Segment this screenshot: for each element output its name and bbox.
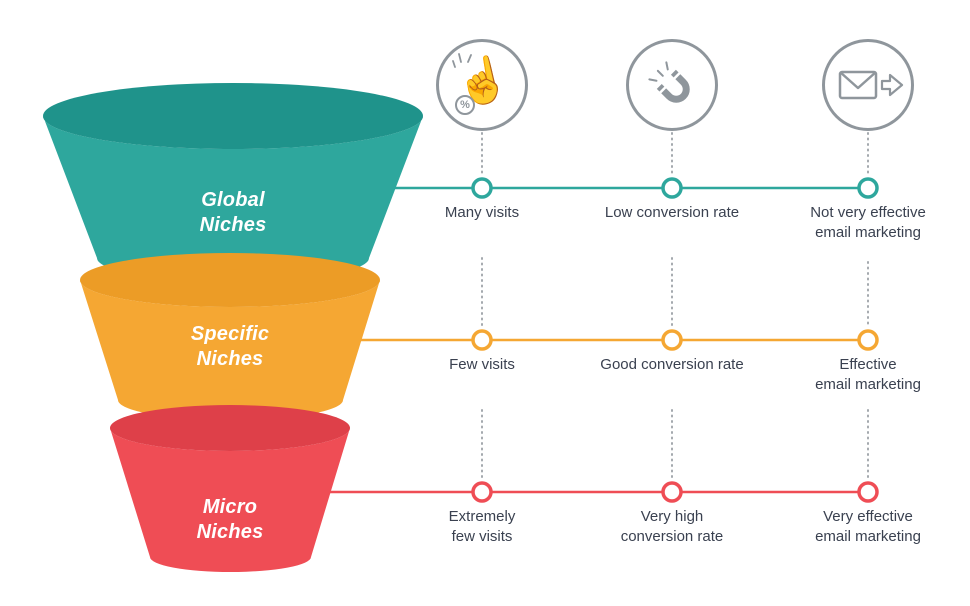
- milestone-nodes: [471, 177, 879, 503]
- funnel-tier-global: [43, 83, 423, 282]
- micro-visits-node: [471, 481, 493, 503]
- specific-conversion-node: [661, 329, 683, 351]
- global-conversion-label: Low conversion rate: [604, 204, 740, 221]
- global-visits-label: Many visits: [444, 204, 520, 221]
- funnel-tier-micro: [110, 405, 350, 572]
- email-forward-icon: [822, 39, 914, 131]
- global-visits-node: [471, 177, 493, 199]
- micro-email-node: [857, 481, 879, 503]
- micro-visits-label: Extremely few visits: [448, 508, 516, 545]
- tier-label-specific: Specific Niches: [190, 323, 270, 370]
- global-conversion-node: [661, 177, 683, 199]
- tier-label-global: Global Niches: [199, 189, 267, 236]
- specific-visits-node: [471, 329, 493, 351]
- tier-label-micro: Micro Niches: [196, 496, 264, 543]
- email-glyph: [838, 70, 904, 100]
- global-email-label: Not very effective email marketing: [810, 204, 926, 241]
- specific-visits-label: Few visits: [449, 356, 515, 373]
- click-percent-icon: ☝ %: [436, 39, 528, 131]
- micro-conversion-node: [661, 481, 683, 503]
- specific-email-label: Effective email marketing: [815, 356, 921, 393]
- magnet-icon: [626, 39, 718, 131]
- global-email-node: [857, 177, 879, 199]
- connector-lines: [320, 186, 868, 494]
- dotted-guides: [481, 132, 869, 481]
- click-ticks: [452, 53, 472, 68]
- micro-email-label: Very effective email marketing: [815, 508, 921, 545]
- micro-conversion-label: Very high conversion rate: [620, 508, 724, 545]
- funnel-tier-specific: [80, 253, 380, 420]
- percent-badge: %: [455, 95, 475, 115]
- specific-conversion-label: Good conversion rate: [600, 356, 744, 373]
- magnet-glyph: [648, 61, 690, 103]
- specific-email-node: [857, 329, 879, 351]
